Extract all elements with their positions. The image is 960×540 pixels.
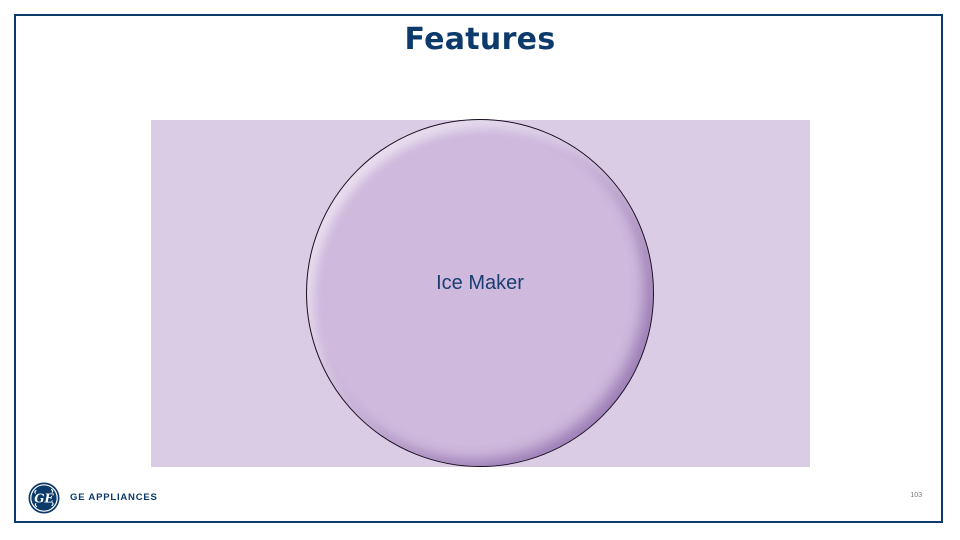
slide-title: Features (404, 22, 556, 57)
feature-circle (306, 119, 654, 467)
ge-monogram-icon: GE (28, 482, 60, 514)
feature-label: Ice Maker (436, 272, 524, 294)
brand-name: GE APPLIANCES (70, 492, 158, 503)
svg-text:GE: GE (34, 492, 54, 506)
slide-border-frame (14, 14, 943, 523)
page-number: 103 (910, 492, 922, 499)
